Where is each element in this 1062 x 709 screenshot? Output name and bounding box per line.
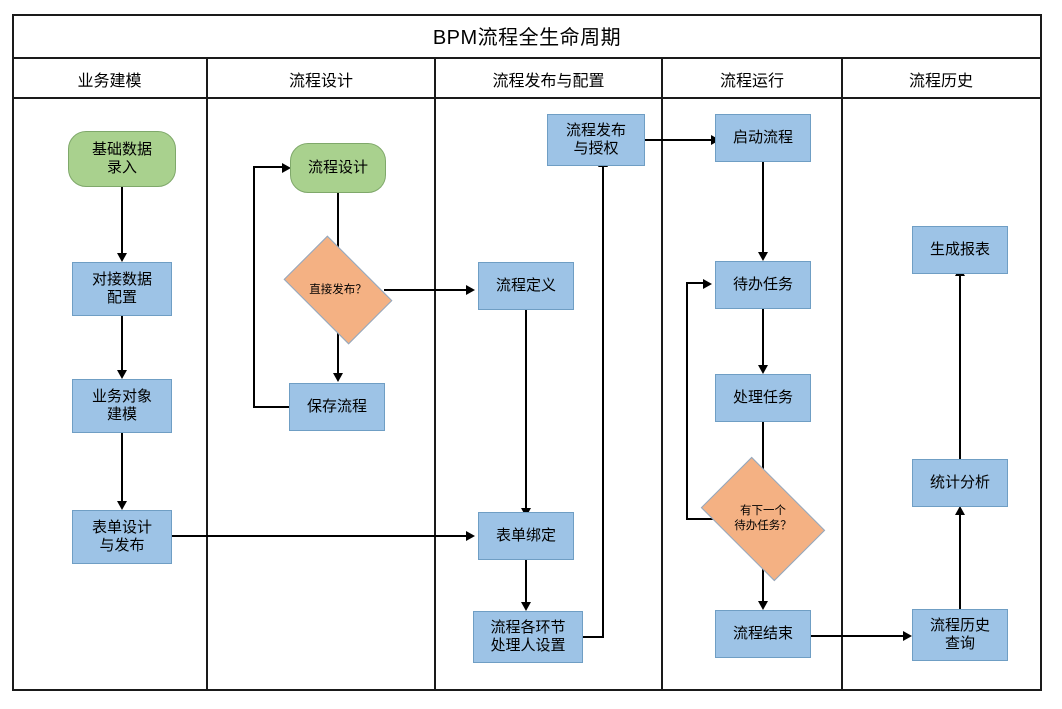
node-assignee-setting[interactable]: 流程各环节 处理人设置 [473,611,583,663]
node-business-object-model[interactable]: 业务对象 建模 [72,379,172,433]
edge-definition-to-formbinding [525,310,527,510]
arrowhead-basic-to-interface [117,253,127,262]
node-statistics-analysis[interactable]: 统计分析 [912,459,1008,507]
lane-divider-4 [841,59,843,691]
arrowhead-bizobj-to-form [117,501,127,510]
edge-history-to-statistics [959,514,961,609]
node-form-binding[interactable]: 表单绑定 [478,512,574,560]
edge-nexttodo-loop-left [686,282,688,520]
edge-save-loop-bottom [253,406,291,408]
node-process-design[interactable]: 流程设计 [290,143,386,193]
edge-decision-to-save [337,321,339,375]
arrowhead-todo-to-handle [758,365,768,374]
node-process-definition[interactable]: 流程定义 [478,262,574,310]
lane-header-publish-config: 流程发布与配置 [492,73,605,90]
edge-handle-to-decision [762,422,764,478]
arrowhead-formbinding-to-assignee [521,602,531,611]
edge-save-loop-top [253,166,285,168]
edge-todo-to-handle [762,309,764,367]
edge-bizobj-to-form [121,433,123,503]
node-save-process[interactable]: 保存流程 [289,383,385,431]
lane-header-process-runtime: 流程运行 [719,73,784,90]
node-history-query[interactable]: 流程历史 查询 [912,609,1008,661]
edge-decision-to-end [762,555,764,603]
arrowhead-nexttodo-to-todo [703,279,712,289]
arrowhead-interface-to-bizobj [117,370,127,379]
arrowhead-formdesign-to-formbinding [466,531,475,541]
arrowhead-save-to-design [282,163,291,173]
edge-formdesign-to-formbinding [172,535,469,537]
node-publish-directly-label: 直接发布？ [309,283,367,296]
diagram-frame [12,14,1042,691]
edge-nexttodo-loop-top [686,282,706,284]
lane-header-process-design: 流程设计 [288,73,353,90]
edge-interface-to-bizobj [121,316,123,372]
arrowhead-decision-to-definition [466,285,475,295]
edge-publish-to-start [645,139,714,141]
node-process-end[interactable]: 流程结束 [715,610,811,658]
edge-formbinding-to-assignee [525,560,527,604]
node-todo-task[interactable]: 待办任务 [715,261,811,309]
node-publish-directly-decision[interactable]: 直接发布？ [283,235,393,345]
lane-divider-2 [434,59,436,691]
arrowhead-end-to-history [903,631,912,641]
node-basic-data-entry[interactable]: 基础数据 录入 [68,131,176,187]
edge-assignee-up [602,166,604,638]
edge-nexttodo-loop-bottom [686,518,713,520]
lane-header-business-modeling: 业务建模 [77,73,142,90]
arrowhead-decision-to-end [758,601,768,610]
edge-save-loop-left [253,166,255,408]
node-data-interface-config[interactable]: 对接数据 配置 [72,262,172,316]
edge-start-to-todo [762,162,764,254]
diagram-title: BPM流程全生命周期 [12,14,1042,59]
edge-basic-to-interface [121,187,123,255]
node-has-next-todo-label: 有下一个 待办任务？ [734,505,792,532]
arrowhead-history-to-statistics [955,506,965,515]
arrowhead-start-to-todo [758,252,768,261]
edge-assignee-right [583,636,604,638]
edge-decision-to-definition [384,289,470,291]
node-has-next-todo-decision[interactable]: 有下一个 待办任务？ [700,456,826,582]
node-generate-report[interactable]: 生成报表 [912,226,1008,274]
lane-header-process-history: 流程历史 [908,73,973,90]
node-form-design-publish[interactable]: 表单设计 与发布 [72,510,172,564]
node-start-process[interactable]: 启动流程 [715,114,811,162]
edge-end-to-history [811,635,906,637]
node-publish-authorize[interactable]: 流程发布 与授权 [547,114,645,166]
edge-statistics-to-report [959,275,961,459]
arrowhead-decision-to-save [333,373,343,382]
node-handle-task[interactable]: 处理任务 [715,374,811,422]
lane-divider-3 [661,59,663,691]
lane-header-band: 业务建模 流程设计 流程发布与配置 流程运行 流程历史 [12,59,1042,99]
lane-divider-1 [206,59,208,691]
edge-design-to-decision [337,193,339,253]
